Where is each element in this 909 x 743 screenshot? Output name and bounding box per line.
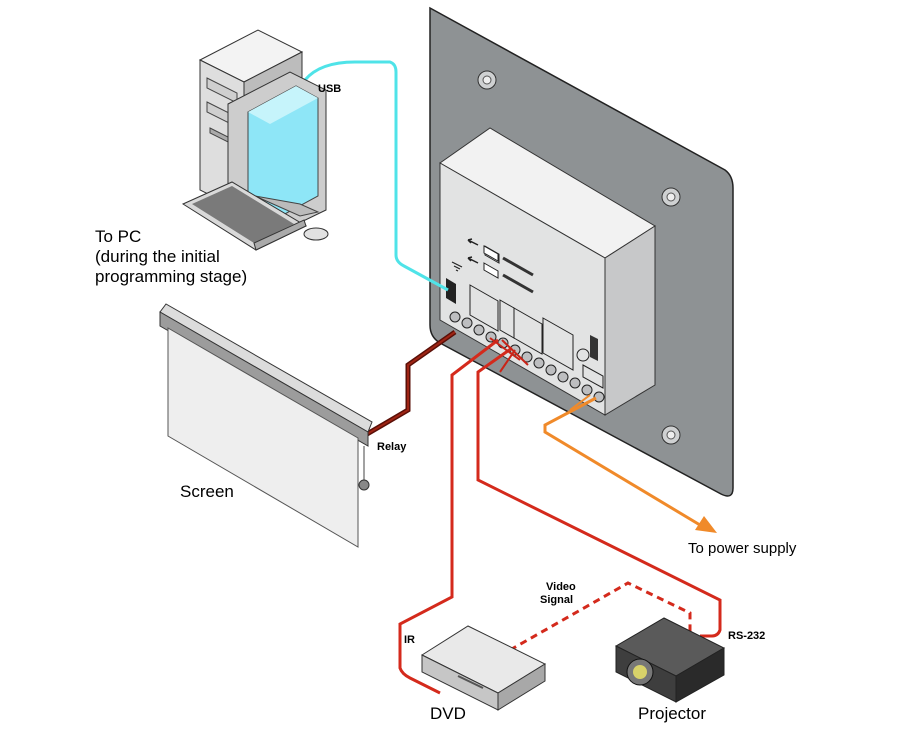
mounting-screw — [661, 187, 681, 207]
pc-illustration — [181, 29, 329, 251]
screen-label: Screen — [180, 482, 234, 501]
ir-label: IR — [404, 634, 415, 646]
power-cable — [543, 396, 701, 527]
video-signal-label-line1: Video — [546, 581, 576, 593]
mounting-screw — [661, 425, 681, 445]
to-pc-label: To PC — [95, 227, 142, 246]
power-supply-label: To power supply — [688, 540, 797, 557]
projector-illustration — [614, 617, 726, 703]
projector-label: Projector — [638, 704, 707, 723]
rs232-label: RS-232 — [728, 630, 766, 642]
power-cable — [569, 394, 591, 411]
rs232-cable — [476, 346, 722, 638]
control-cable — [489, 337, 529, 373]
arrow-icon — [695, 516, 717, 533]
relay-label: Relay — [377, 441, 407, 453]
usb-cable — [303, 60, 449, 292]
ir-cable — [398, 338, 499, 695]
video-signal-label-line2: Signal — [540, 594, 574, 606]
relay-cable — [361, 331, 456, 438]
to-pc-note-line2: programming stage) — [95, 267, 248, 286]
controller-device — [439, 127, 656, 416]
video-signal-cable — [509, 581, 692, 652]
projection-screen — [159, 303, 373, 548]
dvd-player-illustration — [420, 625, 547, 711]
dvd-label: DVD — [430, 704, 466, 723]
to-pc-note-line1: (during the initial — [95, 247, 220, 266]
mounting-screw — [477, 70, 497, 90]
usb-label: USB — [318, 83, 342, 95]
